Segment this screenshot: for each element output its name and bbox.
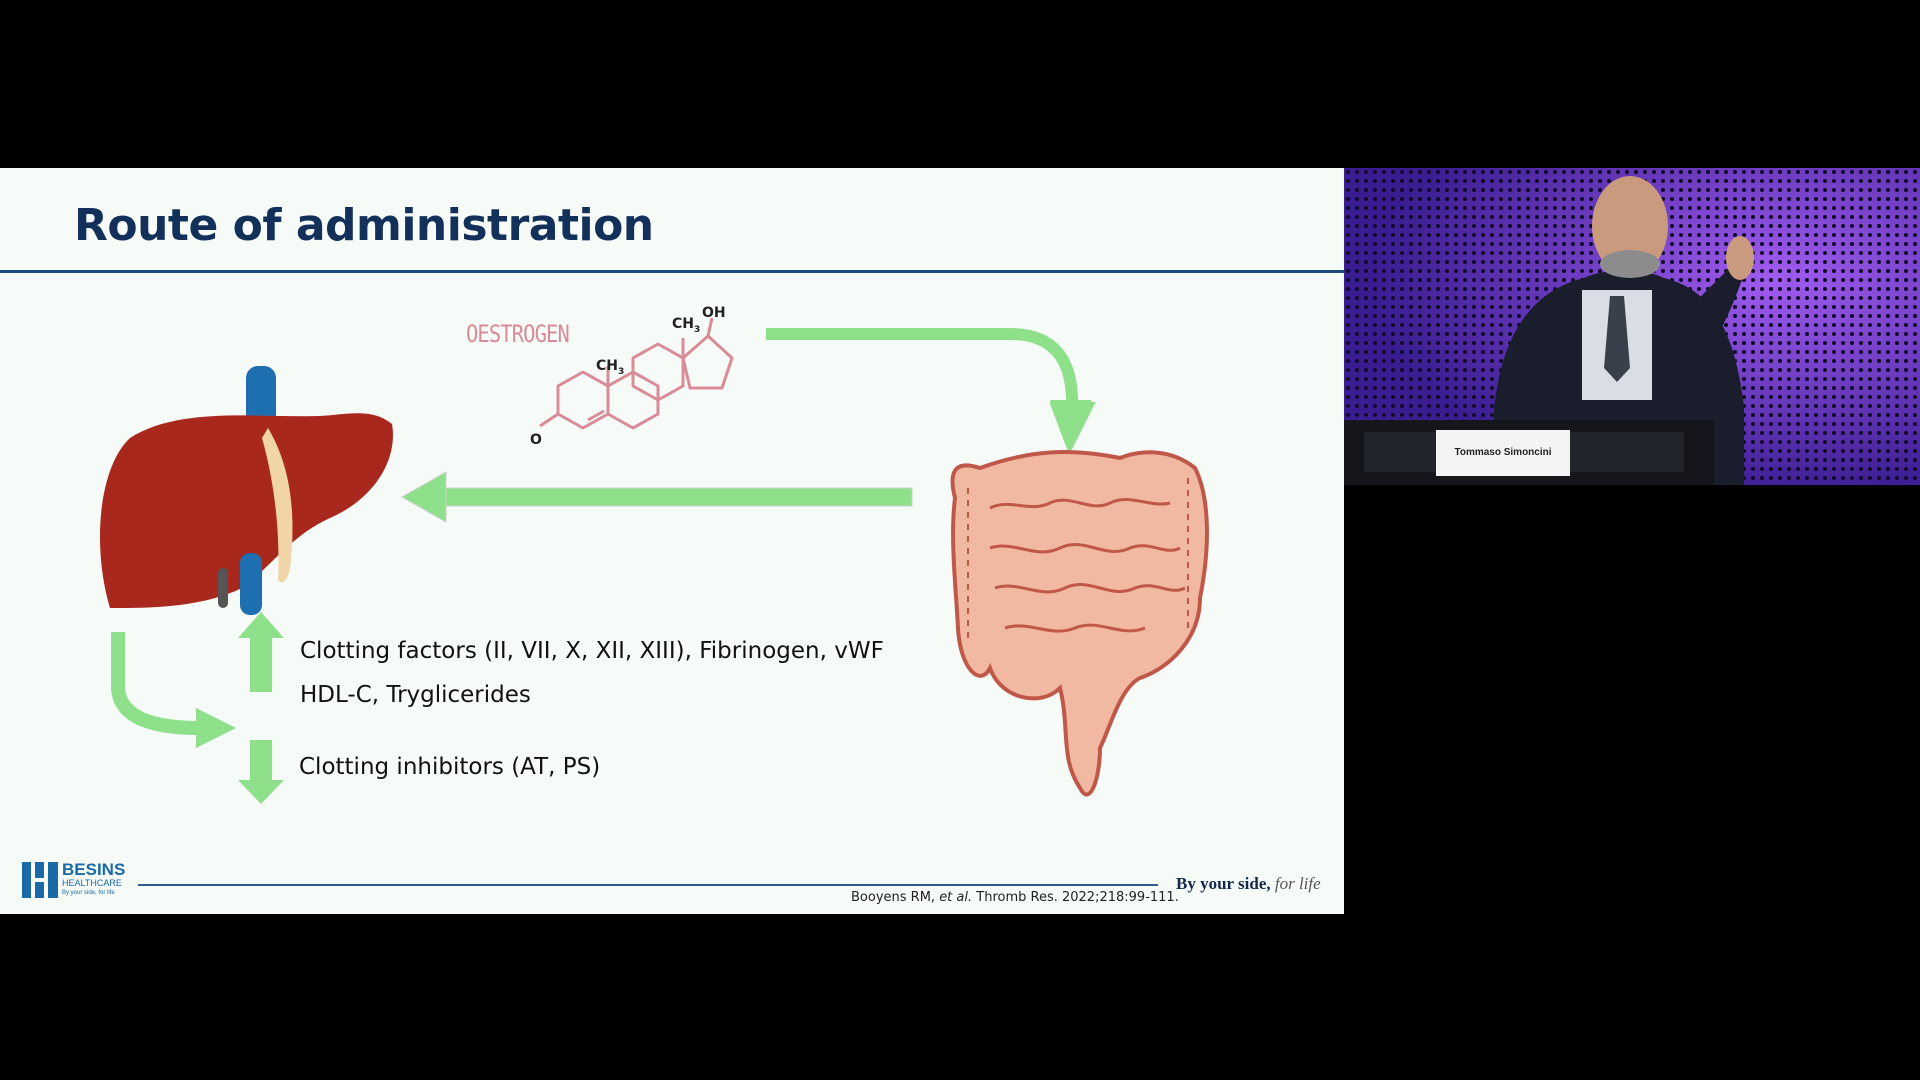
ring-c bbox=[631, 342, 685, 402]
citation: Booyens RM, et al. Thromb Res. 2022;218:… bbox=[851, 890, 1179, 905]
liver-body bbox=[99, 413, 393, 608]
decrease-effect-line-1: Clotting inhibitors (AT, PS) bbox=[299, 754, 601, 780]
tagline-script: for life bbox=[1274, 874, 1321, 893]
logo-name: BESINS bbox=[62, 860, 126, 879]
arrow-decrease bbox=[238, 740, 284, 804]
oestrogen-molecule bbox=[539, 317, 734, 430]
oestrogen-label: OESTROGEN bbox=[466, 320, 570, 348]
footer-tagline: By your side, for life bbox=[1176, 874, 1321, 894]
intestine-illustration bbox=[950, 450, 1209, 797]
arrow-liver-effect bbox=[111, 632, 236, 748]
arrow-gut-to-liver bbox=[400, 471, 913, 523]
methyl-label-mid: CH3 bbox=[596, 358, 624, 377]
oxygen-label: O bbox=[530, 432, 542, 448]
besins-logo: BESINS HEALTHCARE By your side, for life bbox=[22, 860, 126, 900]
logo-subtitle: HEALTHCARE bbox=[62, 878, 122, 888]
speaker-raised-arm bbox=[1684, 258, 1746, 358]
citation-journal: Thromb Res. 2022;218:99-111. bbox=[972, 890, 1179, 905]
citation-etal: et al. bbox=[939, 890, 973, 905]
route-diagram: CH3 CH3 OH O bbox=[99, 305, 1209, 804]
ring-a bbox=[556, 370, 610, 430]
hydroxyl-bond bbox=[706, 317, 714, 337]
speaker-hand bbox=[1726, 236, 1754, 280]
speaker-head bbox=[1592, 176, 1668, 276]
liver-illustration bbox=[99, 366, 393, 615]
tagline-main: By your side, bbox=[1176, 874, 1275, 893]
footer-divider bbox=[138, 884, 1158, 886]
speaker-name-card: Tommaso Simoncini bbox=[1436, 430, 1570, 476]
increase-effect-line-2: HDL-C, Tryglicerides bbox=[300, 682, 531, 708]
slide-title: Route of administration bbox=[74, 200, 654, 251]
keto-bond bbox=[539, 412, 559, 428]
logo-mark-icon bbox=[22, 862, 58, 898]
methyl-label-top: CH3 bbox=[672, 316, 700, 335]
bile-duct bbox=[218, 568, 228, 608]
speaker-video: Tommaso Simoncini bbox=[1344, 168, 1920, 485]
title-divider bbox=[0, 270, 1344, 273]
double-bond bbox=[587, 409, 605, 422]
citation-authors: Booyens RM, bbox=[851, 890, 940, 905]
arrow-increase bbox=[238, 612, 284, 692]
slide: Route of administration CH3 CH3 OH O bbox=[0, 168, 1344, 914]
increase-effect-line-1: Clotting factors (II, VII, X, XII, XIII)… bbox=[300, 638, 884, 664]
hydroxyl-label: OH bbox=[702, 305, 726, 321]
speaker-tie bbox=[1604, 296, 1630, 382]
arrow-oral-to-gut bbox=[766, 328, 1096, 455]
speaker-beard bbox=[1600, 250, 1660, 278]
ligament bbox=[262, 428, 293, 583]
ring-d bbox=[681, 334, 734, 390]
speaker-video-frame bbox=[1344, 168, 1920, 485]
logo-tagline: By your side, for life bbox=[62, 890, 115, 896]
vena-cava bbox=[240, 553, 262, 615]
